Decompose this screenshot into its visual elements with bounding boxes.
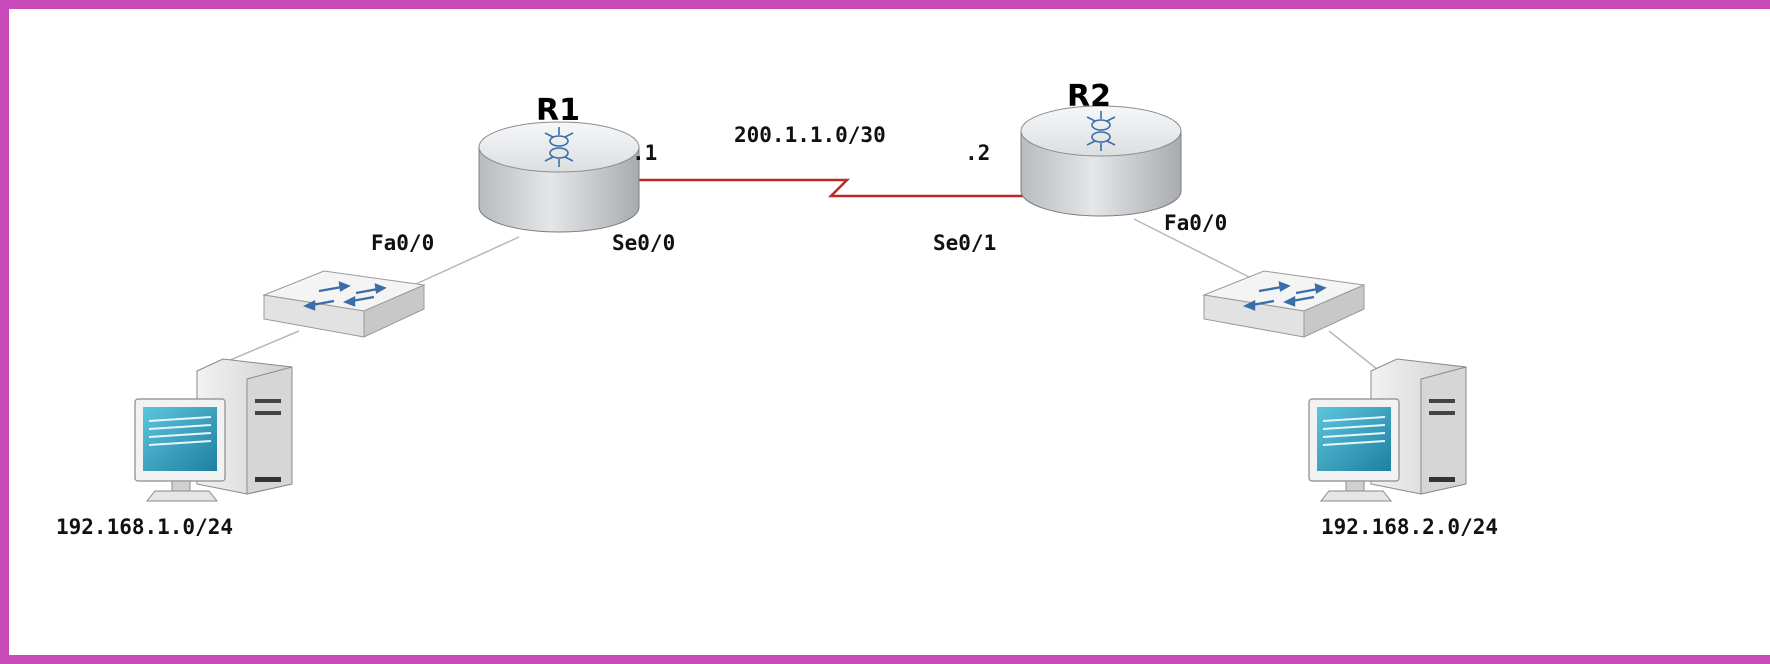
lan-network-right: 192.168.2.0/24 xyxy=(1321,515,1499,539)
pc-icon[interactable] xyxy=(134,358,293,502)
topology-canvas xyxy=(134,105,1467,502)
r1-serial-interface: Se0/0 xyxy=(612,231,676,255)
r2-ip-suffix: .2 xyxy=(965,141,991,165)
r2-lan-interface: Fa0/0 xyxy=(1164,211,1228,235)
router-icon[interactable] xyxy=(1020,105,1182,217)
lan-network-left: 192.168.1.0/24 xyxy=(56,515,234,539)
serial-link xyxy=(637,178,1031,198)
switch-icon[interactable] xyxy=(1202,270,1366,338)
router-icon[interactable] xyxy=(478,121,640,233)
r1-lan-interface: Fa0/0 xyxy=(371,231,435,255)
wan-network-label: 200.1.1.0/30 xyxy=(734,123,886,147)
router-r2-name: R2 xyxy=(1067,79,1111,114)
pc-icon[interactable] xyxy=(1308,358,1467,502)
switch-icon[interactable] xyxy=(262,270,426,338)
link-r2-switch xyxy=(1133,218,1250,278)
r2-serial-interface: Se0/1 xyxy=(933,231,997,255)
r1-ip-suffix: .1 xyxy=(632,141,658,165)
router-r1-name: R1 xyxy=(536,93,580,128)
